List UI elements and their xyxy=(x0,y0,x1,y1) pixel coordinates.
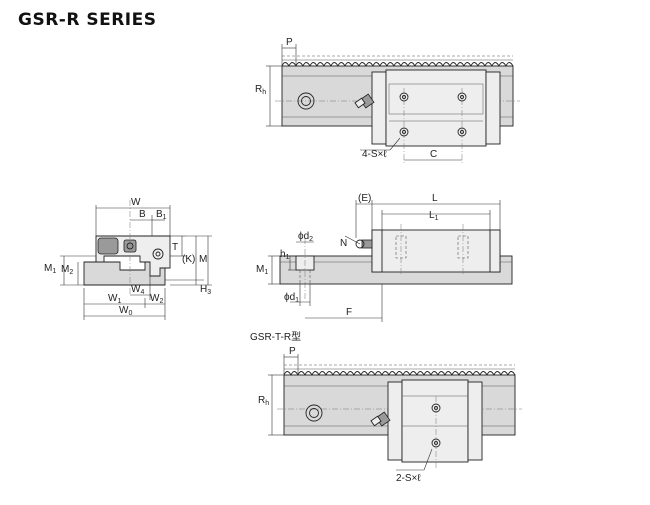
dim-p: P xyxy=(286,37,293,48)
dim-n: N xyxy=(340,238,347,249)
dim-k: (K) xyxy=(182,254,195,265)
block-body-bottom xyxy=(401,379,469,463)
dim-w2: W2 xyxy=(150,293,163,305)
top-view: P Rh C 4-S×ℓ xyxy=(255,37,520,165)
grease-nipple-bottom-icon xyxy=(370,411,391,427)
grease-nipple-icon xyxy=(354,93,375,109)
dim-b: B xyxy=(139,209,146,220)
dim-l: L xyxy=(432,193,438,204)
block-end-plate xyxy=(371,71,387,145)
dim-h1: h1 xyxy=(280,249,290,261)
dim-h3: H3 xyxy=(200,284,211,296)
grease-nipple-front-icon xyxy=(355,239,373,249)
dim-d1: ϕd1 xyxy=(284,292,299,304)
dim-d2: ϕd2 xyxy=(298,231,313,243)
rail-bolt-hole xyxy=(297,92,315,110)
rack-teeth-top xyxy=(281,62,514,68)
dim-m2: M2 xyxy=(61,264,73,276)
end-view: W B B1 T (K) M H3 M1 M2 W4 xyxy=(44,197,212,320)
dim-w4: W4 xyxy=(131,284,144,296)
dim-m1-front: M1 xyxy=(256,264,268,276)
dim-f: F xyxy=(346,307,352,318)
dim-w1: W1 xyxy=(108,293,121,305)
dim-p-bottom: P xyxy=(289,346,296,357)
dim-m: M xyxy=(199,254,207,265)
dim-w0: W0 xyxy=(119,305,132,317)
dim-b1: B1 xyxy=(156,209,167,221)
block-body-front xyxy=(371,229,501,273)
block-end-plate-r xyxy=(485,71,501,145)
dim-rh: Rh xyxy=(255,84,266,96)
bottom-view: GSR-T-R型 P Rh 2-S×ℓ xyxy=(250,330,522,484)
dim-c: C xyxy=(430,149,437,160)
rack-teeth-bottom xyxy=(283,371,516,377)
dim-l1: L1 xyxy=(429,210,439,222)
dim-t: T xyxy=(172,242,178,253)
dim-e: (E) xyxy=(358,193,371,204)
dim-4-s-l: 4-S×ℓ xyxy=(362,149,387,160)
dim-rh-bottom: Rh xyxy=(258,395,269,407)
bottom-view-caption: GSR-T-R型 xyxy=(250,330,301,343)
front-view: L (E) L1 N ϕd2 h1 M1 ϕd1 F xyxy=(256,193,513,322)
page-title: GSR-R SERIES xyxy=(18,10,157,30)
dim-2-s-l: 2-S×ℓ xyxy=(396,473,421,484)
dim-w: W xyxy=(131,197,141,208)
dim-m1: M1 xyxy=(44,263,56,275)
